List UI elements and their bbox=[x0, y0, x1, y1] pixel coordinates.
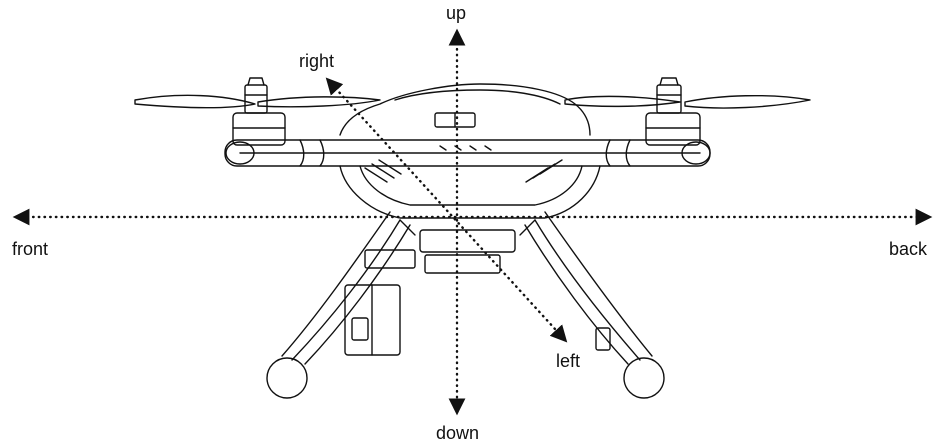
landing-gear bbox=[266, 211, 665, 399]
drone-body bbox=[339, 83, 601, 219]
drone-arms bbox=[224, 139, 711, 167]
label-down: down bbox=[436, 423, 480, 443]
left-motor bbox=[232, 112, 286, 146]
label-left: left bbox=[556, 351, 581, 371]
label-right: right bbox=[299, 51, 335, 71]
right-motor bbox=[645, 112, 701, 146]
label-front: front bbox=[12, 239, 49, 259]
label-back: back bbox=[889, 239, 928, 259]
gimbal-camera bbox=[344, 229, 516, 356]
right-propeller bbox=[564, 77, 811, 114]
diagonal-axis bbox=[325, 77, 568, 343]
left-propeller bbox=[134, 77, 381, 114]
label-up: up bbox=[446, 3, 467, 23]
